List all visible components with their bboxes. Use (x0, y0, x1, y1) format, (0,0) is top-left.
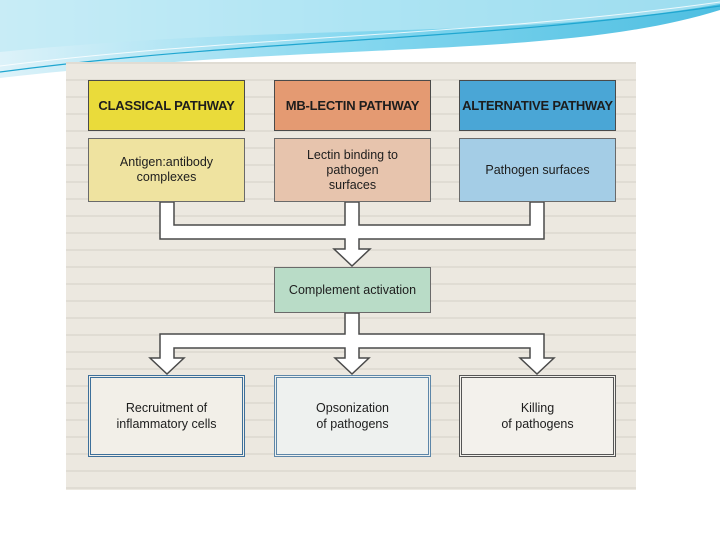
lectin-trigger-box: Lectin binding to pathogen surfaces (274, 138, 431, 202)
flow-arrows (148, 201, 556, 376)
slide-header-swoosh (0, 0, 720, 78)
alternative-trigger-box: Pathogen surfaces (459, 138, 616, 202)
alternative-pathway-label: ALTERNATIVE PATHWAY (462, 98, 613, 113)
killing-outcome-label: Killing of pathogens (501, 401, 574, 431)
complement-activation-label: Complement activation (288, 283, 417, 297)
classical-pathway-label: CLASSICAL PATHWAY (98, 98, 235, 113)
recruitment-outcome-box: Recruitment of inflammatory cells (88, 375, 245, 457)
alternative-pathway-box: ALTERNATIVE PATHWAY (459, 80, 616, 131)
opsonization-outcome-box: Opsonization of pathogens (274, 375, 431, 457)
diverging-arrow (148, 312, 556, 376)
complement-activation-box: Complement activation (274, 267, 431, 313)
mb-lectin-pathway-box: MB-LECTIN PATHWAY (274, 80, 431, 131)
complement-pathway-figure: CLASSICAL PATHWAY MB-LECTIN PATHWAY ALTE… (66, 62, 636, 490)
killing-outcome-box: Killing of pathogens (459, 375, 616, 457)
converging-arrow (159, 201, 545, 268)
opsonization-outcome-label: Opsonization of pathogens (316, 401, 389, 431)
classical-trigger-box: Antigen:antibody complexes (88, 138, 245, 202)
lectin-trigger-label: Lectin binding to pathogen surfaces (306, 147, 399, 192)
recruitment-outcome-label: Recruitment of inflammatory cells (116, 401, 217, 431)
classical-trigger-label: Antigen:antibody complexes (119, 155, 214, 184)
mb-lectin-pathway-label: MB-LECTIN PATHWAY (285, 98, 420, 113)
alternative-trigger-label: Pathogen surfaces (485, 162, 590, 177)
classical-pathway-box: CLASSICAL PATHWAY (88, 80, 245, 131)
